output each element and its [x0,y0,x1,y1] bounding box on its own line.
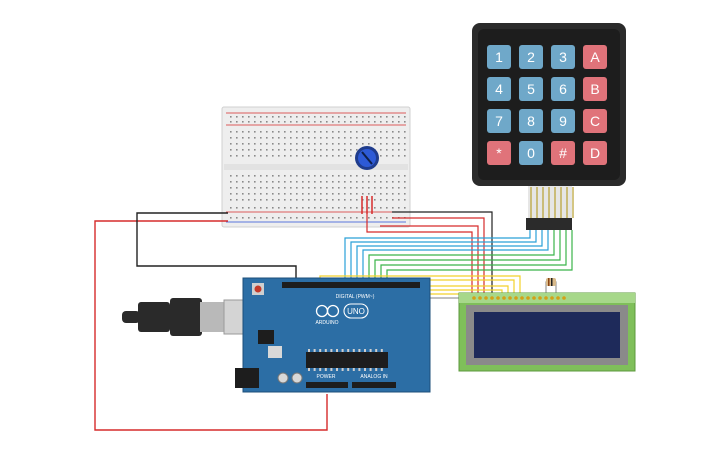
keypad-ribbon-cable [526,186,574,230]
digital-header [282,282,420,288]
usb-chip [258,330,274,344]
keypad-key-16[interactable] [583,141,607,165]
power-jack [235,368,259,388]
wire-black-gnd [136,212,297,282]
wire-black-lcd [392,211,493,298]
keypad-key-6[interactable] [519,77,543,101]
keypad-key-label: C [590,113,600,129]
power-header [306,382,348,388]
power-label: POWER [317,374,336,380]
digital-label: DIGITAL (PWM~) [336,294,375,300]
wire-red-lcd [392,217,485,298]
keypad-key-label: D [590,145,600,161]
keypad-key-3[interactable] [551,45,575,69]
lcd-16x2[interactable] [458,292,636,372]
potentiometer[interactable] [355,146,379,170]
keypad-key-label: # [559,145,567,161]
keypad-key-label: * [496,145,502,161]
keypad-key-12[interactable] [583,109,607,133]
breadboard-holes [230,116,406,219]
keypad-key-label: B [590,81,599,97]
keypad-key-5[interactable] [487,77,511,101]
keypad-key-label: A [590,49,600,65]
keypad-key-label: 2 [527,49,535,65]
keypad-key-14[interactable] [519,141,543,165]
wire-keypad-1 [344,230,531,283]
wire-red-lcd-2 [380,225,479,298]
resistor[interactable] [546,278,556,286]
atmega-chip [306,352,388,368]
wire-keypad-7 [380,230,567,283]
analog-header [352,382,396,388]
capacitor-1 [277,372,289,384]
wire-keypad-3 [356,230,543,283]
keypad-membrane[interactable]: 1 2 3 A 4 5 6 B 7 8 9 C * 0 # D [472,23,626,186]
breadboard[interactable] [221,106,411,228]
keypad-key-10[interactable] [519,109,543,133]
keypad-key-15[interactable] [551,141,575,165]
keypad-key-4[interactable] [583,45,607,69]
keypad-key-label: 4 [495,81,503,97]
keypad-key-label: 8 [527,113,535,129]
capacitor-2 [291,372,303,384]
keypad-key-label: 6 [559,81,567,97]
arduino-logo [315,303,369,319]
breadboard-trench [224,164,408,170]
usb-cable [122,298,261,336]
wire-keypad-6 [374,230,561,283]
keypad-key-label: 5 [527,81,535,97]
keypad-keys: 1 2 3 A 4 5 6 B 7 8 9 C * 0 # D [487,45,607,165]
keypad-connector [526,218,572,230]
logo-label: ARDUINO [315,320,338,326]
arduino-uno-board[interactable]: UNO ARDUINO DIGITAL (PWM~) POWER ANALOG … [122,277,431,393]
keypad-key-8[interactable] [583,77,607,101]
wire-red-5v [94,220,328,431]
regulator [268,346,282,358]
keypad-key-label: 3 [559,49,567,65]
keypad-key-label: 0 [527,145,535,161]
keypad-key-label: 9 [559,113,567,129]
keypad-key-label: 7 [495,113,503,129]
keypad-key-9[interactable] [487,109,511,133]
wire-keypad-2 [350,230,537,283]
keypad-key-11[interactable] [551,109,575,133]
keypad-key-1[interactable] [487,45,511,69]
wire-keypad-5 [368,230,555,283]
keypad-key-7[interactable] [551,77,575,101]
model-label: UNO [347,307,365,316]
analog-label: ANALOG IN [360,374,388,380]
keypad-key-label: 1 [495,49,503,65]
keypad-key-2[interactable] [519,45,543,69]
wire-keypad-4 [362,230,549,283]
lcd-screen [474,312,620,358]
keypad-key-13[interactable] [487,141,511,165]
